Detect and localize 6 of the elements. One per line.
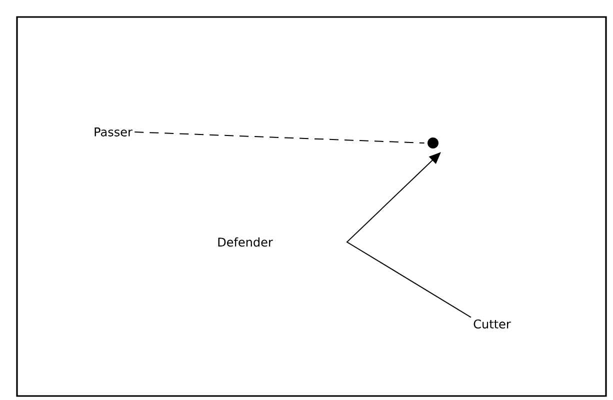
player-label: Passer: [94, 128, 132, 136]
player-label: Cutter: [474, 319, 511, 329]
dot: [428, 138, 438, 148]
cut-arrow: [346, 152, 472, 318]
player-label: Defender: [218, 237, 273, 247]
pass-line: [134, 132, 425, 144]
